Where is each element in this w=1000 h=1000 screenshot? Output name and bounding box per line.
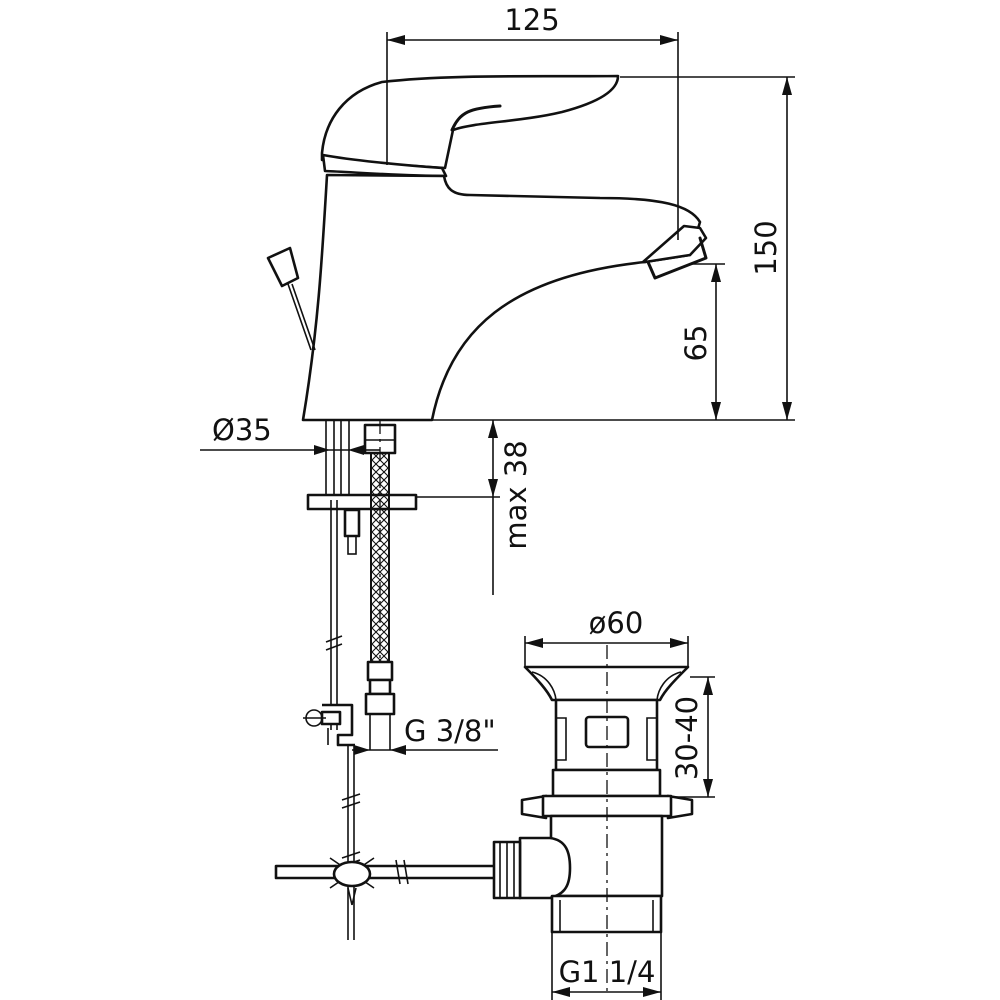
drain-adjust-label: 30-40 <box>670 696 704 780</box>
deck-thickness-label: max 38 <box>499 440 533 549</box>
lever-handle <box>320 74 620 170</box>
dimension-width: 125 <box>386 3 679 240</box>
dimension-drain-diameter: ø60 <box>524 606 689 666</box>
spout-body <box>301 173 702 422</box>
dimension-spout-height: 65 <box>679 263 725 420</box>
aerator <box>641 224 708 264</box>
dimension-deck-thickness: max 38 <box>416 420 533 595</box>
drain-thread-label: G1 1/4 <box>559 955 656 989</box>
center-lines <box>379 420 608 995</box>
dimension-drain-thread: G1 1/4 <box>551 932 662 1000</box>
lift-rod-linkage <box>274 500 502 940</box>
mounting-plate <box>306 493 418 511</box>
lift-rod-knob <box>266 246 300 288</box>
width-label: 125 <box>504 3 559 37</box>
base-diameter-label: Ø35 <box>212 413 272 447</box>
dimension-hose-thread: G 3/8" <box>352 714 498 755</box>
pop-up-drain <box>492 665 694 934</box>
dimension-base-diameter: Ø35 <box>200 413 380 455</box>
faucet-body <box>266 74 708 422</box>
dimension-height: 150 <box>430 76 795 421</box>
mounting-assembly <box>306 419 418 750</box>
drain-diameter-label: ø60 <box>589 606 644 640</box>
dimension-drain-adjust: 30-40 <box>670 676 715 798</box>
height-label: 150 <box>749 220 783 275</box>
spout-height-label: 65 <box>679 325 713 362</box>
cap-ring <box>321 153 448 178</box>
hose-thread-label: G 3/8" <box>404 714 496 748</box>
